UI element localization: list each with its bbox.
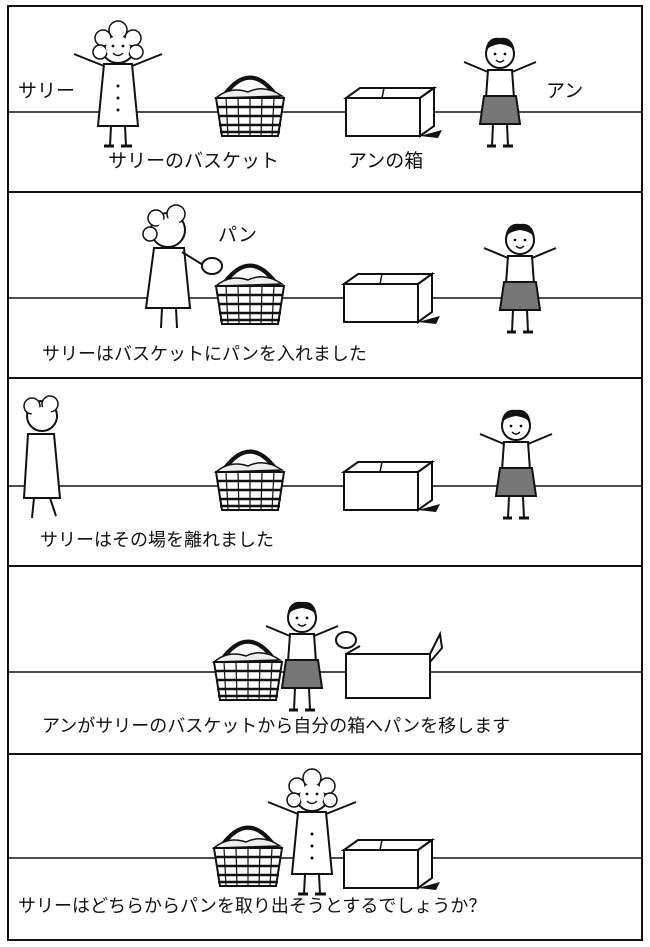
label-bread: パン <box>218 224 257 246</box>
floor-lines <box>8 111 642 859</box>
panel-5 <box>212 767 441 896</box>
bread-icon <box>335 631 357 649</box>
caption-1: サリーはバスケットにパンを入れました <box>42 344 367 365</box>
anne-figure <box>462 36 538 148</box>
sally-placing-bread <box>142 204 209 329</box>
box-icon <box>345 87 443 139</box>
panel-1 <box>72 19 538 148</box>
bread-icon <box>201 257 223 275</box>
basket-icon <box>212 825 284 888</box>
label-anne-box: アンの箱 <box>348 150 424 172</box>
panel-borders <box>7 5 643 941</box>
basket-icon <box>214 75 286 138</box>
basket-icon <box>214 449 286 512</box>
anne-figure <box>482 222 558 334</box>
basket-icon <box>212 639 284 702</box>
anne-figure <box>478 408 554 520</box>
open-box-icon <box>345 630 444 699</box>
panel-2 <box>142 204 558 334</box>
label-sally: サリー <box>18 80 76 102</box>
box-icon <box>343 461 441 513</box>
sally-figure <box>72 19 164 148</box>
panel-4 <box>212 600 444 712</box>
caption-4: サリーはどちらからパンを取り出そうとするでしょうか？ <box>18 896 487 917</box>
caption-2: サリーはその場を離れました <box>40 530 274 551</box>
basket-icon <box>214 263 286 326</box>
label-anne: アン <box>546 80 584 102</box>
box-icon <box>343 839 441 891</box>
sally-figure <box>266 767 358 896</box>
box-icon <box>343 273 441 325</box>
caption-3: アンがサリーのバスケットから自分の箱へパンを移します <box>42 716 511 737</box>
label-sally-basket: サリーのバスケット <box>108 150 280 172</box>
panel-3 <box>22 395 554 520</box>
sally-leaving <box>22 395 62 519</box>
